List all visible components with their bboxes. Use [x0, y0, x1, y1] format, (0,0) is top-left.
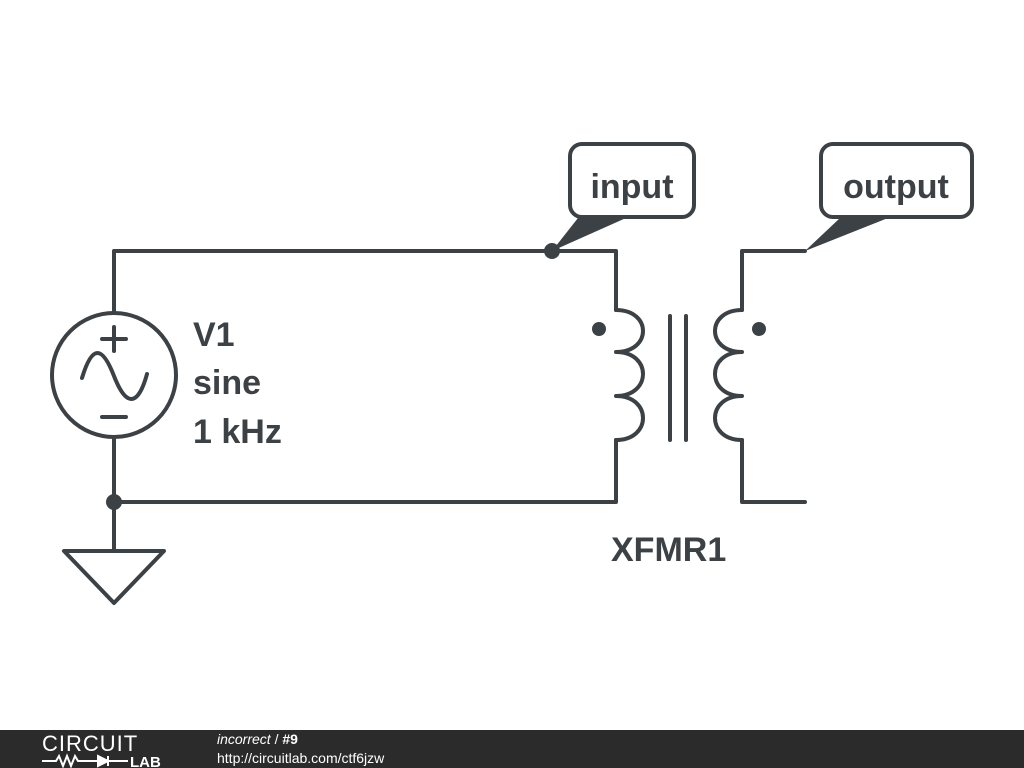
resistor-icon: [42, 753, 98, 768]
circuit-title-line: incorrect / #9: [217, 731, 298, 747]
circuit-schematic: V1 sine 1 kHz XFMR1 input output: [50, 142, 974, 605]
net-label-input: input: [552, 142, 696, 251]
source-name: V1: [193, 316, 235, 354]
transformer-name: XFMR1: [611, 531, 726, 569]
voltage-source-v1: [50, 311, 178, 439]
net-label-output: output: [805, 142, 974, 251]
wire-bottom: [112, 435, 618, 504]
wire-top: [112, 249, 618, 315]
wire-secondary-bottom: [740, 438, 807, 504]
primary-polarity-dot: [592, 322, 606, 336]
footer-bar: CIRCUIT LAB incorrect / #9 http://circui…: [0, 730, 1024, 768]
title-separator: /: [270, 731, 283, 747]
diode-icon: [97, 754, 128, 768]
secondary-coil: [713, 308, 744, 442]
transformer-core: [668, 314, 688, 442]
source-frequency: 1 kHz: [193, 413, 282, 451]
circuit-number: #9: [282, 731, 298, 747]
logo-text-bottom: LAB: [130, 754, 161, 768]
ground-icon: [62, 549, 166, 605]
junction-dot-ground: [106, 494, 122, 510]
net-label-output-text: output: [843, 168, 949, 206]
primary-coil: [614, 308, 645, 442]
secondary-polarity-dot: [752, 322, 766, 336]
circuitlab-logo: CIRCUIT LAB: [42, 732, 161, 768]
sine-wave-icon: [80, 351, 149, 401]
transformer-xfmr1: [592, 308, 766, 442]
net-label-input-text: input: [590, 168, 673, 206]
logo-text-top: CIRCUIT: [42, 732, 138, 756]
wires: [112, 249, 807, 553]
source-type: sine: [193, 364, 261, 402]
circuit-title: incorrect: [217, 731, 271, 747]
plus-sign-icon: [100, 325, 128, 353]
circuit-url[interactable]: http://circuitlab.com/ctf6jzw: [217, 750, 385, 766]
wire-secondary-top: [740, 249, 807, 312]
